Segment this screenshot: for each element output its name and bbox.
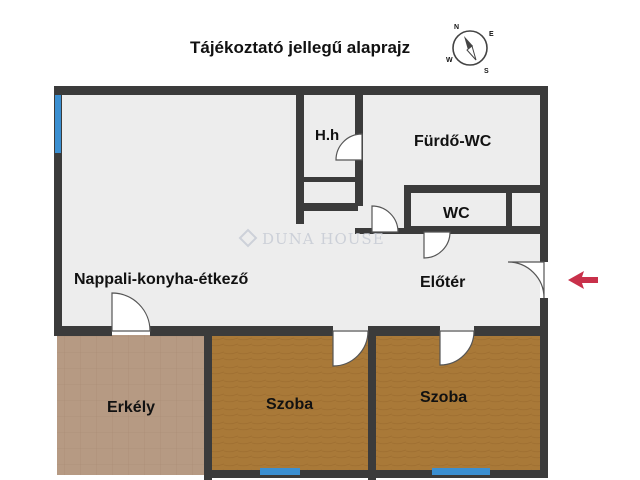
door-living-balcony <box>111 292 151 332</box>
windows <box>55 95 490 475</box>
label-wc: WC <box>443 205 470 222</box>
label-bath: Fürdő-WC <box>414 133 492 150</box>
door-entrance <box>507 261 545 299</box>
door-room1 <box>332 330 369 367</box>
label-pantry: H.h <box>315 127 339 144</box>
label-room1: Szoba <box>266 396 313 413</box>
compass-north-label: N <box>454 24 459 31</box>
label-living: Nappali-konyha-étkező <box>74 271 248 288</box>
door-wc <box>423 231 451 259</box>
compass-icon: N E S W <box>446 24 494 75</box>
compass-west-label: W <box>446 57 453 64</box>
label-hall: Előtér <box>420 274 465 291</box>
label-balcony: Erkély <box>107 399 155 416</box>
entrance-arrow-icon <box>568 271 598 289</box>
compass-east-label: E <box>489 31 494 38</box>
watermark-text: DUNA HOUSE <box>262 230 385 248</box>
compass-south-label: S <box>484 68 489 75</box>
plan-title: Tájékoztató jellegű alaprajz <box>190 38 411 57</box>
door-bath <box>371 205 399 233</box>
watermark-logo: DUNA HOUSE <box>238 228 385 248</box>
balcony-floor <box>57 335 204 475</box>
doors <box>111 133 545 367</box>
label-room2: Szoba <box>420 389 467 406</box>
door-room2 <box>439 330 475 366</box>
door-pantry <box>335 133 363 161</box>
